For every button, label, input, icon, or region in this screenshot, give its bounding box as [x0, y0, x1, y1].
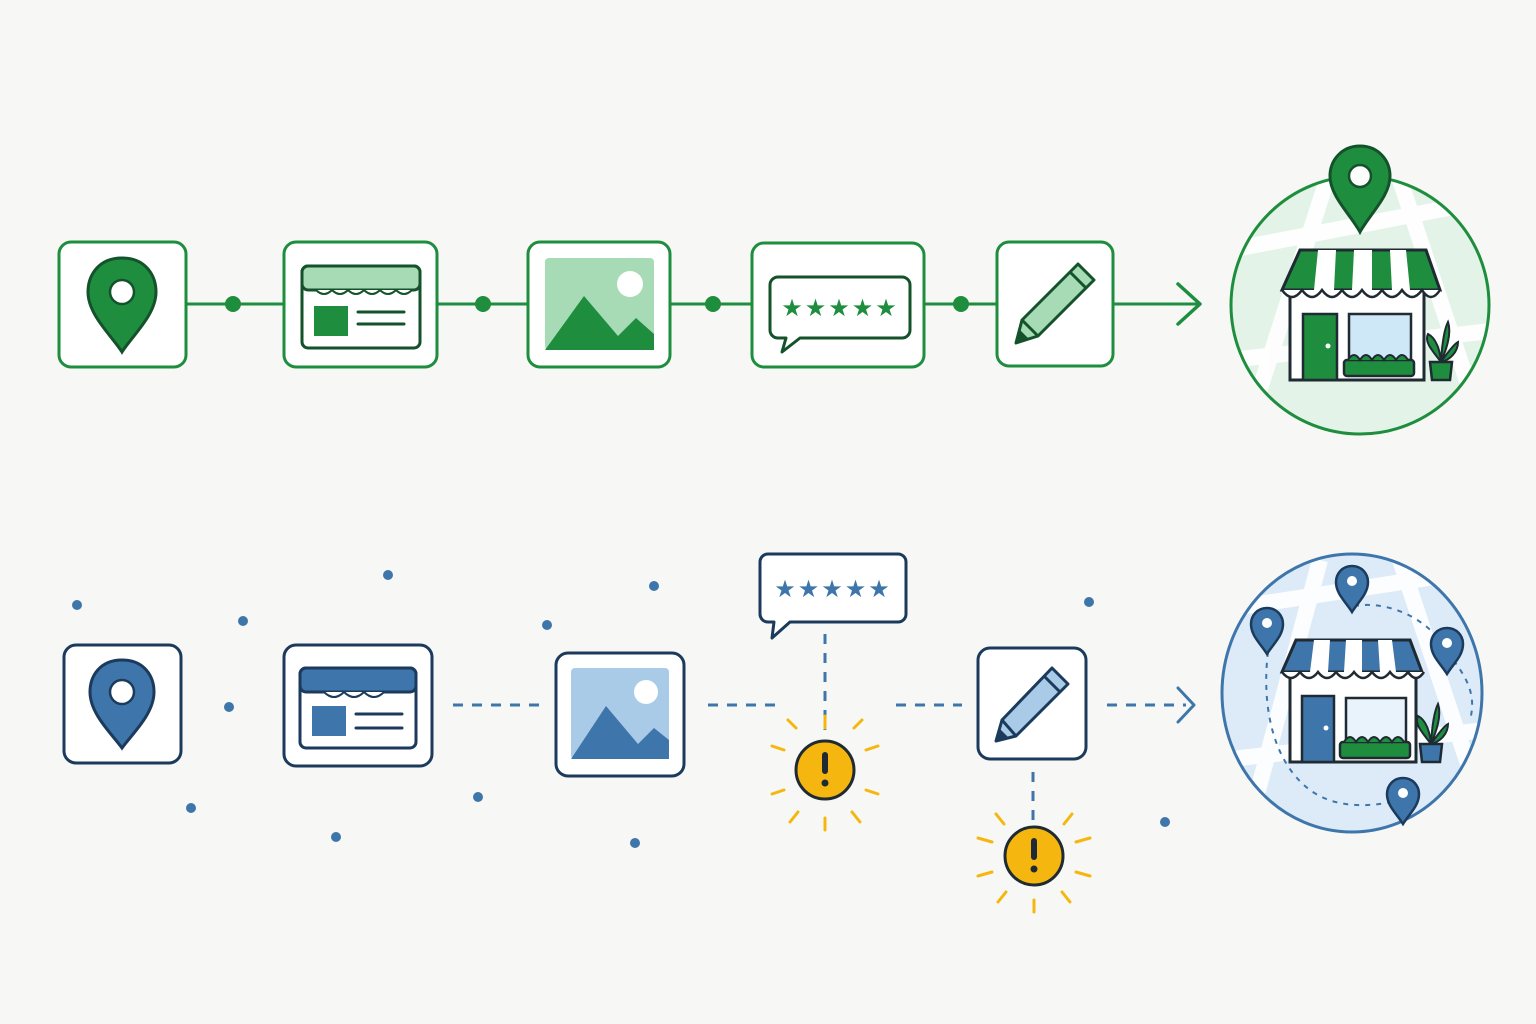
location-pin-icon [1385, 776, 1421, 827]
review-bubble: ★★★★★ [758, 552, 908, 640]
warning-icon [976, 812, 1092, 914]
step-photo [554, 651, 686, 778]
review-stars-icon: ★★★★★ [758, 552, 908, 640]
location-pin-icon [1429, 626, 1465, 677]
storefront-map-icon [1279, 638, 1450, 764]
step-edit [995, 240, 1115, 368]
scattered-dot [72, 570, 1170, 848]
step-edit [976, 646, 1088, 761]
pencil-edit-icon [1014, 262, 1096, 345]
step-location [57, 240, 188, 369]
review-stars-icon: ★★★★★ [768, 275, 912, 354]
connected-row: ★★★★★ [57, 144, 1491, 436]
location-pin-icon [86, 256, 158, 355]
step-listing [282, 643, 434, 768]
review-stars: ★★★★★ [774, 575, 892, 603]
storefront-listing-icon [298, 666, 418, 750]
destination-storefront [1229, 144, 1491, 436]
location-pin-icon [1249, 606, 1285, 657]
location-pin-icon [1334, 564, 1370, 615]
photo-icon [571, 668, 669, 759]
storefront-listing-icon [300, 264, 422, 350]
warning-icon [770, 714, 880, 832]
photo-icon [545, 258, 654, 350]
fragmented-row: ★★★★★ [62, 552, 1484, 914]
connector-dot [225, 296, 969, 312]
arrow-head [1176, 686, 1196, 724]
location-pin-icon [88, 658, 156, 751]
pencil-edit-icon [994, 666, 1070, 743]
step-location [62, 643, 183, 765]
destination-storefront [1220, 552, 1484, 834]
step-photo [526, 240, 672, 369]
review-stars: ★★★★★ [781, 294, 899, 322]
storefront-map-icon [1279, 248, 1460, 382]
step-review: ★★★★★ [750, 241, 926, 369]
dashed-connector [453, 634, 1186, 822]
location-pin-icon [1328, 144, 1392, 236]
step-listing [282, 240, 439, 369]
